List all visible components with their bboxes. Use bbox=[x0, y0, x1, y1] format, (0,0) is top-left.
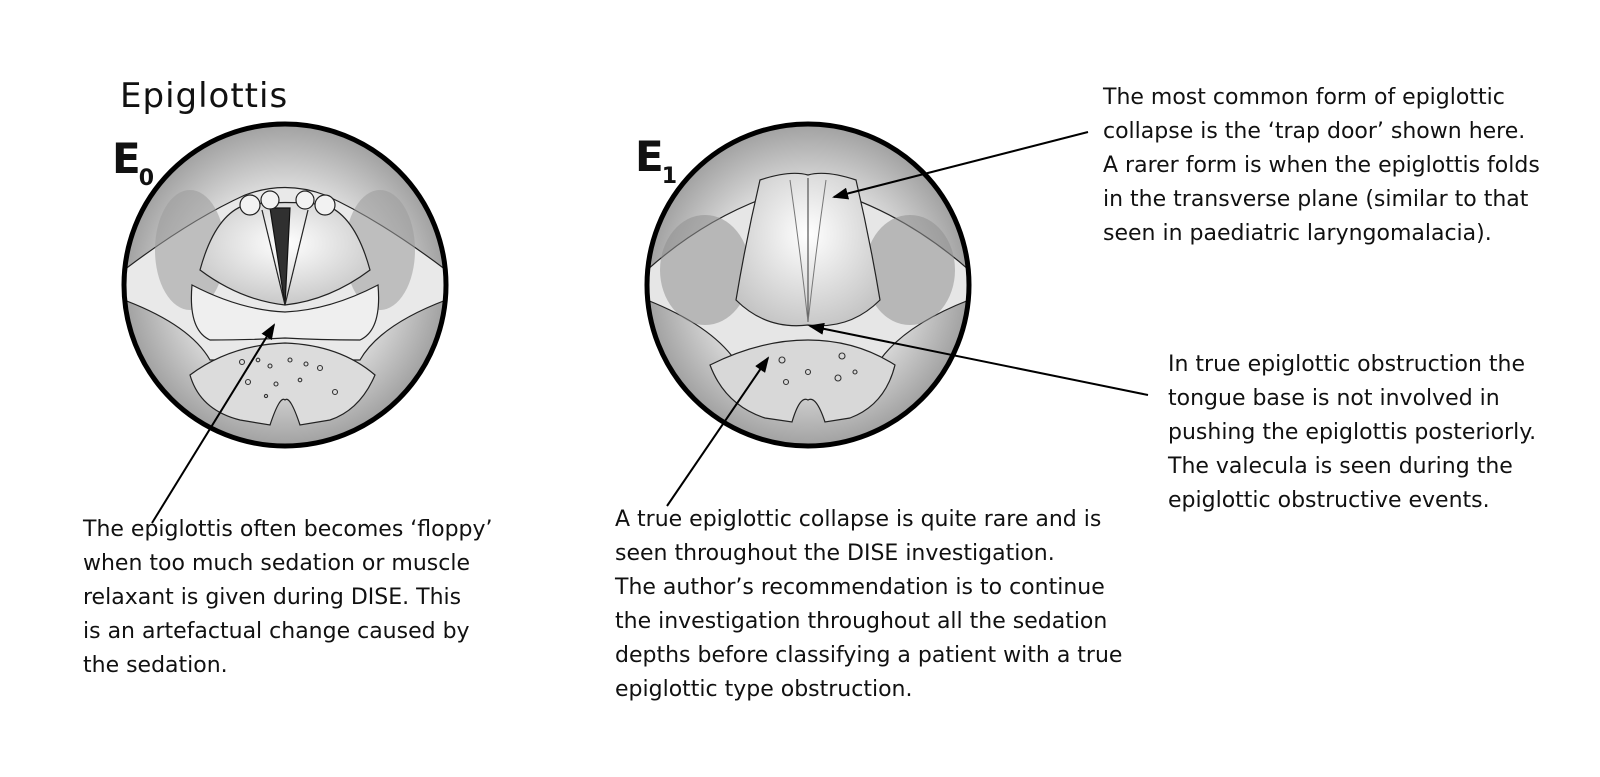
note-line: depths before classifying a patient with… bbox=[615, 643, 1123, 668]
note-line: the sedation. bbox=[83, 653, 228, 678]
note-true-epiglottic-collapse: A true epiglottic collapse is quite rare… bbox=[615, 503, 1122, 707]
note-floppy-epiglottis: The epiglottis often becomes ‘floppy’ wh… bbox=[83, 513, 493, 683]
note-line: in the transverse plane (similar to that bbox=[1103, 187, 1529, 212]
note-line: In true epiglottic obstruction the bbox=[1168, 352, 1526, 377]
note-line: The author’s recommendation is to contin… bbox=[615, 575, 1105, 600]
panel-label-e0: E0 bbox=[112, 138, 154, 190]
panel-label-e1-main: E bbox=[635, 132, 664, 181]
note-line: pushing the epiglottis posteriorly. bbox=[1168, 420, 1537, 445]
panel-label-e0-main: E bbox=[112, 134, 141, 183]
note-trap-door-collapse: The most common form of epiglottic colla… bbox=[1103, 81, 1540, 251]
arrow-floppy-to-epiglottis bbox=[151, 323, 276, 524]
note-line: is an artefactual change caused by bbox=[83, 619, 470, 644]
note-line: seen throughout the DISE investigation. bbox=[615, 541, 1055, 566]
panel-e0-illustration bbox=[121, 121, 449, 449]
note-line: collapse is the ‘trap door’ shown here. bbox=[1103, 119, 1526, 144]
note-line: epiglottic type obstruction. bbox=[615, 677, 913, 702]
panel-label-e0-sub: 0 bbox=[138, 166, 155, 191]
note-line: when too much sedation or muscle bbox=[83, 551, 471, 576]
note-line: The valecula is seen during the bbox=[1168, 454, 1513, 479]
figure-title: Epiglottis bbox=[120, 76, 289, 116]
note-line: A rarer form is when the epiglottis fold… bbox=[1103, 153, 1540, 178]
note-line: A true epiglottic collapse is quite rare… bbox=[615, 507, 1102, 532]
arrow-collapse-to-valecula bbox=[666, 356, 770, 507]
note-line: The epiglottis often becomes ‘floppy’ bbox=[83, 517, 493, 542]
arrow-trap-door bbox=[832, 131, 1089, 200]
panel-label-e1: E1 bbox=[635, 136, 677, 188]
note-line: tongue base is not involved in bbox=[1168, 386, 1500, 411]
note-line: relaxant is given during DISE. This bbox=[83, 585, 462, 610]
arrow-tongue-base bbox=[808, 322, 1149, 396]
note-line: The most common form of epiglottic bbox=[1103, 85, 1505, 110]
note-tongue-base: In true epiglottic obstruction the tongu… bbox=[1168, 348, 1536, 518]
note-line: seen in paediatric laryngomalacia). bbox=[1103, 221, 1492, 246]
panel-label-e1-sub: 1 bbox=[661, 164, 678, 189]
panel-e1-illustration bbox=[644, 121, 972, 449]
note-line: the investigation throughout all the sed… bbox=[615, 609, 1108, 634]
note-line: epiglottic obstructive events. bbox=[1168, 488, 1490, 513]
